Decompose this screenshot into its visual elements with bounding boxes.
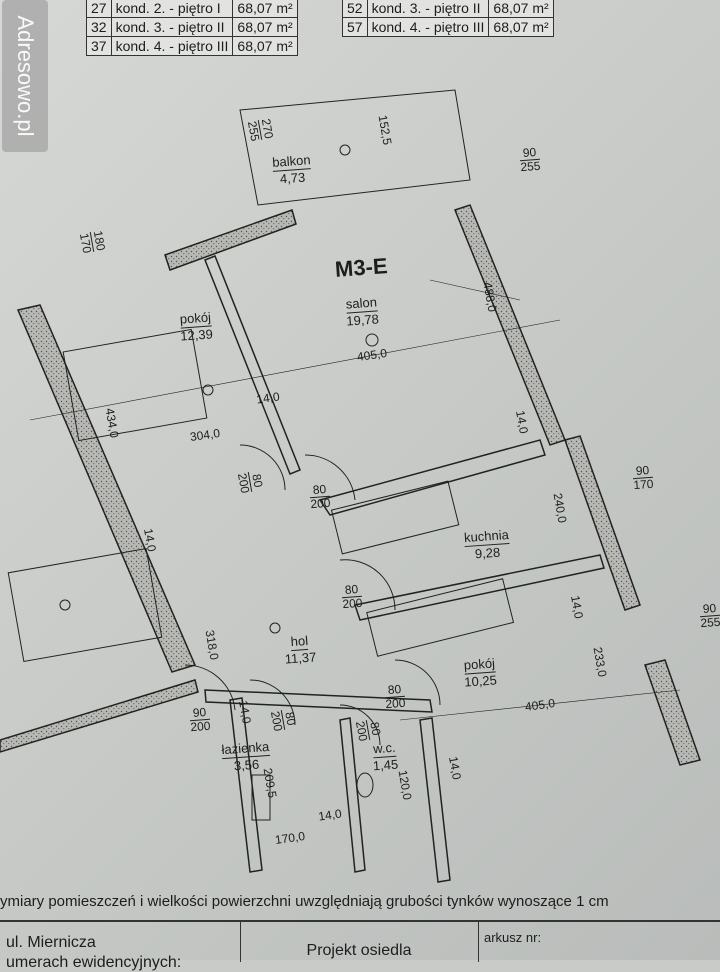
sheet-cell: arkusz nr: — [478, 922, 720, 962]
apartment-type: M3-E — [334, 253, 389, 282]
wall-right-lower — [644, 659, 701, 766]
wall-right-upper — [454, 204, 566, 446]
fixtures — [7, 89, 681, 821]
door-swing — [394, 659, 441, 706]
project-cell: Projekt osiedla — [240, 922, 479, 962]
stairwell-box — [7, 547, 163, 663]
wall-wc-right — [419, 717, 451, 883]
wall-top — [164, 209, 297, 271]
room-name: hol — [290, 632, 309, 652]
kitchen-stove-counter — [366, 578, 515, 657]
room-area: 3,56 — [233, 756, 260, 774]
address-line-2: umerach ewidencyjnych: — [6, 954, 182, 971]
cell: kond. 3. - piętro II — [110, 17, 234, 37]
footnote: ymiary pomieszczeń i wielkości powierzch… — [0, 893, 609, 910]
address-cell: ul. Miernicza umerach ewidencyjnych: — [0, 922, 241, 971]
wall-left-outer — [16, 304, 197, 673]
room-area: 11,37 — [284, 649, 317, 667]
cell: 68,07 m² — [488, 0, 554, 18]
light-icon — [269, 622, 281, 634]
room-area: 12,39 — [179, 326, 214, 344]
cell: 68,07 m² — [232, 36, 298, 56]
bed — [62, 328, 208, 442]
door-swing — [339, 704, 381, 746]
light-icon — [339, 144, 351, 156]
bathtub — [251, 774, 271, 821]
project-name: Projekt osiedla — [306, 942, 412, 959]
room-area: 19,78 — [345, 311, 380, 329]
sheet-number-label: arkusz nr: — [484, 930, 542, 945]
room-name: kuchnia — [463, 526, 510, 548]
room-name: w.c. — [372, 739, 397, 759]
door-swing — [249, 679, 296, 726]
wall-bath-top — [204, 689, 433, 713]
cell: 68,07 m² — [488, 17, 554, 37]
door-swing — [184, 664, 236, 711]
room-wc: w.c.1,45 — [371, 739, 399, 775]
dimension-line — [29, 319, 561, 421]
room-area: 9,28 — [474, 544, 501, 562]
wall-wc-left — [339, 717, 366, 873]
light-icon — [202, 384, 214, 396]
kitchen-counter — [330, 480, 460, 555]
door-swing — [304, 454, 356, 501]
room-name: łazienka — [221, 738, 270, 760]
wall-bath-left — [229, 697, 263, 873]
wall-lower-left — [0, 679, 199, 753]
light-icon — [59, 599, 71, 611]
wall-pokoj-salon — [204, 255, 301, 475]
watermark: Adresowo.pl — [2, 0, 48, 152]
door-swing — [339, 559, 396, 611]
wall-kitchen-bottom — [354, 554, 605, 621]
dimension-line — [429, 279, 521, 301]
balcony-outline — [239, 89, 471, 206]
door-swing — [239, 444, 286, 491]
room-area: 4,73 — [279, 169, 306, 187]
cell: kond. 4. - piętro III — [366, 17, 490, 37]
room-name: balkon — [271, 152, 312, 172]
toilet — [356, 772, 374, 798]
wall-kitchen-top — [318, 439, 546, 516]
address: ul. Miernicza — [6, 934, 96, 951]
wall-right-mid — [564, 435, 641, 611]
room-area: 10,25 — [463, 672, 498, 690]
cell: 57 — [342, 17, 368, 37]
light-icon — [365, 333, 379, 347]
cell: kond. 4. - piętro III — [110, 36, 234, 56]
dimension-line — [399, 689, 681, 721]
cell: kond. 3. - piętro II — [366, 0, 490, 18]
title-block: ul. Miernicza umerach ewidencyjnych: Pro… — [0, 920, 720, 971]
cell: 27 — [86, 0, 112, 18]
walls — [0, 204, 701, 883]
